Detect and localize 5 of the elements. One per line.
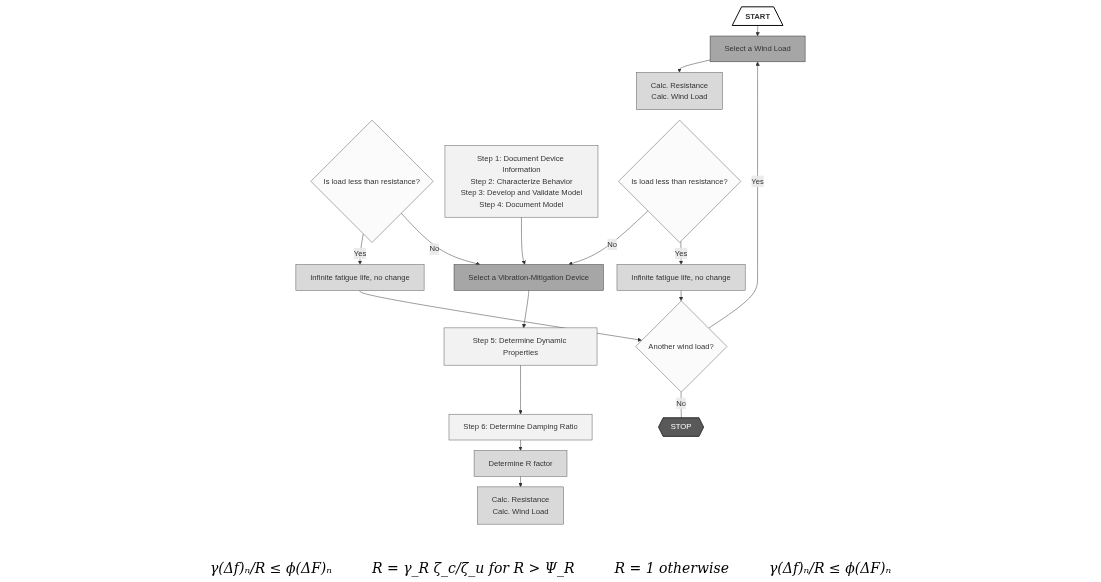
connector xyxy=(680,391,682,418)
formula-note: R = γ_R ζ_c/ζ_u for R > Ψ_R xyxy=(372,560,575,576)
formula-note: γ(Δf)ₙ/R ≤ ϕ(ΔF)ₙ xyxy=(209,560,332,576)
formula-note: R = 1 otherwise xyxy=(614,560,729,576)
formula-note: γ(Δf)ₙ/R ≤ ϕ(ΔF)ₙ xyxy=(769,560,892,576)
